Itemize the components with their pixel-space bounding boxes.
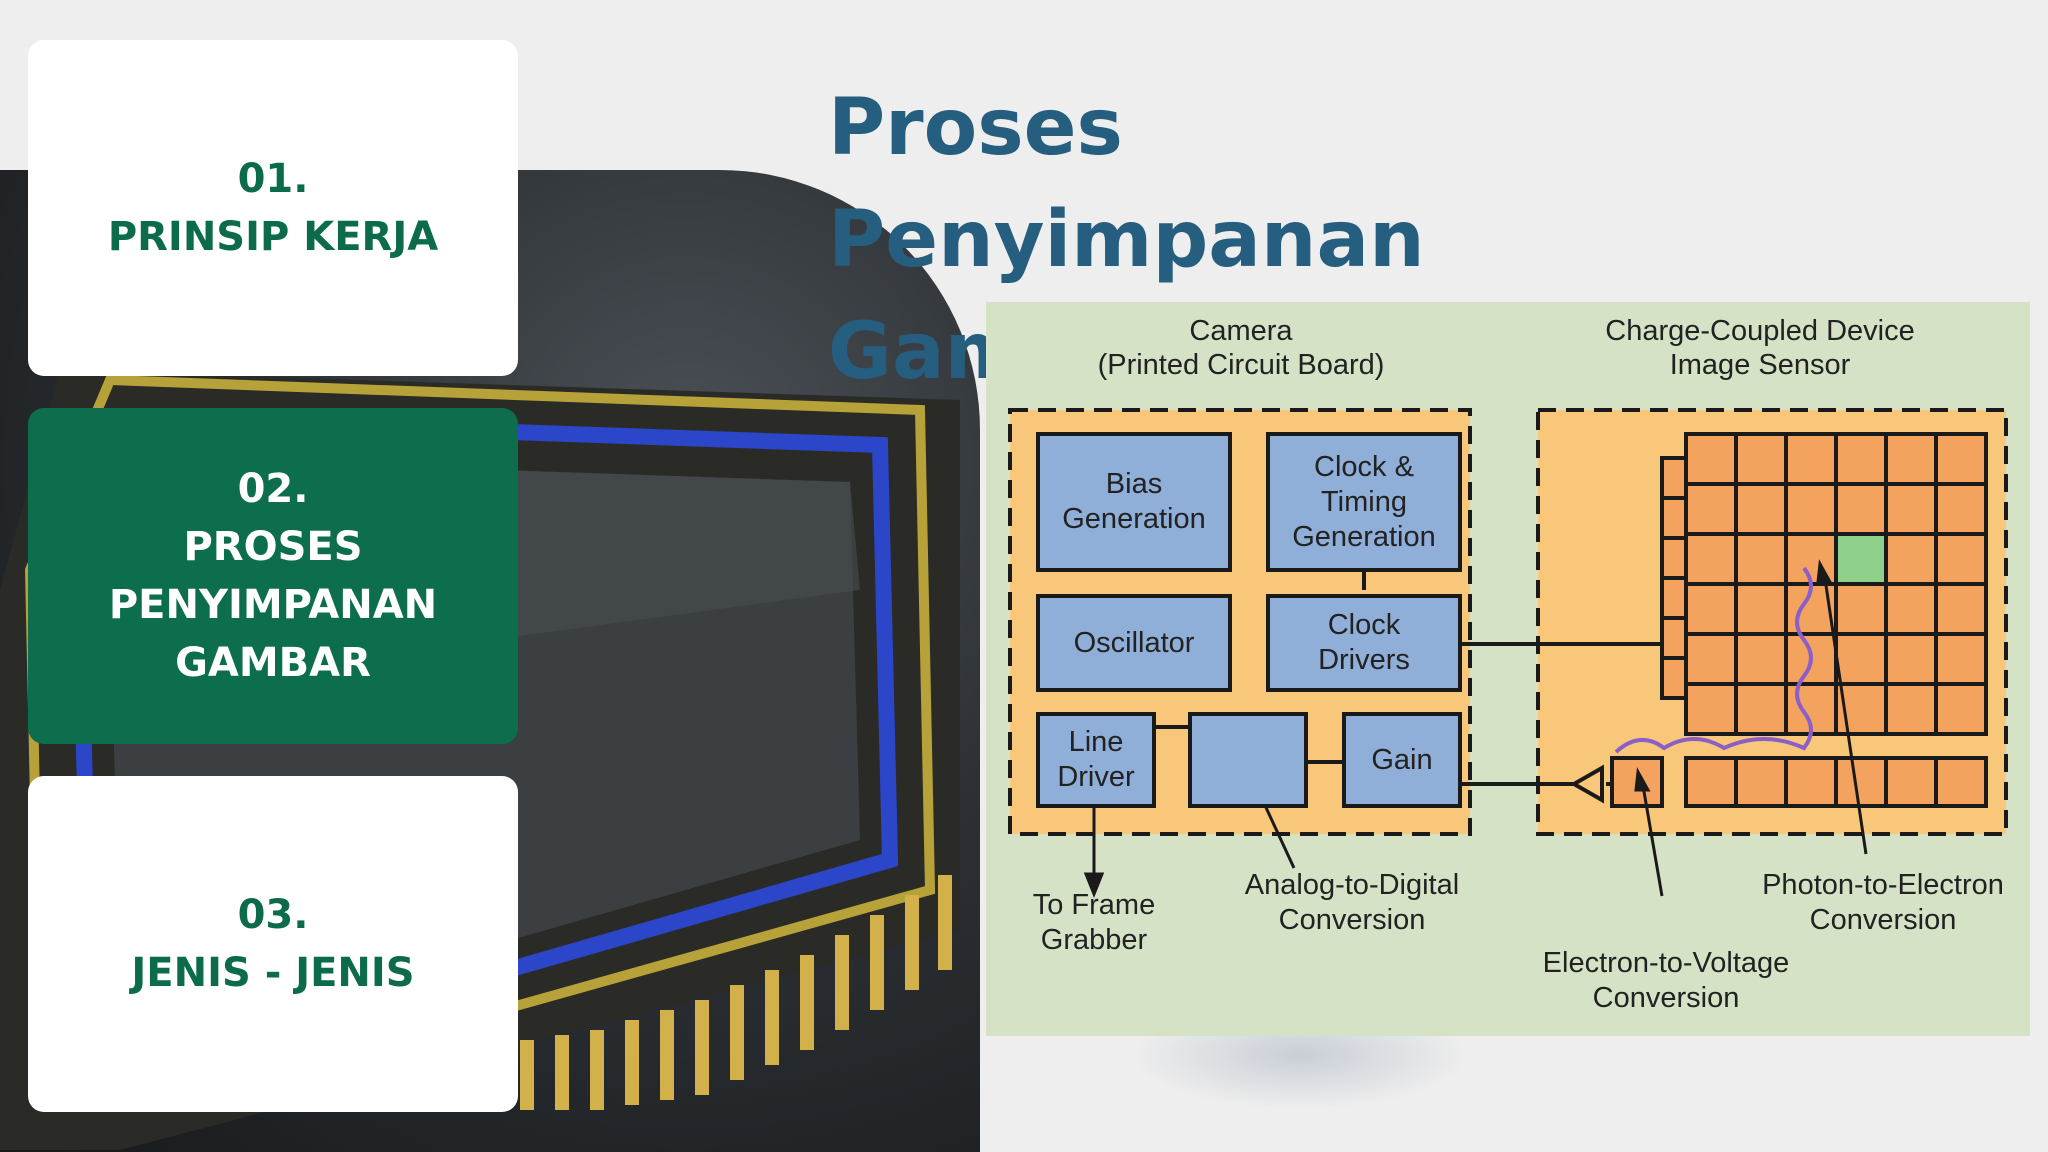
block-label: Generation [1292,520,1436,553]
annotation-line: Conversion [1278,904,1426,936]
nav-card-number: 03. [237,892,309,938]
annotation-line: Photon-to-Electron [1762,869,2004,901]
electron-to-voltage-label: Electron-to-Voltage Conversion [1526,946,1806,1016]
block-label: Generation [1062,503,1206,535]
ccd-heading-line: Image Sensor [1669,349,1851,381]
nav-card-number: 02. [237,466,309,512]
adc-block [1188,712,1308,808]
pixel-grid [1610,432,1988,808]
annotation-line: Electron-to-Voltage [1542,947,1790,979]
to-frame-grabber-label: To Frame Grabber [1004,888,1184,958]
block-label: Driver [1057,761,1135,793]
nav-card-prinsip-kerja[interactable]: 01. PRINSIP KERJA [28,40,518,376]
ccd-diagram: Camera (Printed Circuit Board) Charge-Co… [986,302,2030,1036]
camera-heading-line: Camera [1189,315,1293,347]
nav-card-label: PROSES PENYIMPANAN GAMBAR [108,524,438,686]
annotation-line: Grabber [1040,924,1148,956]
nav-card-proses-penyimpanan[interactable]: 02. PROSES PENYIMPANAN GAMBAR [28,408,518,744]
nav-card-number: 01. [237,156,309,202]
block-label: Oscillator [1073,626,1195,659]
ccd-heading-line: Charge-Coupled Device [1605,315,1915,347]
nav-card-label: PRINSIP KERJA [107,214,439,260]
annotation-line: Analog-to-Digital [1244,869,1460,901]
block-label: Clock & [1314,450,1414,483]
block-label: Drivers [1318,644,1410,676]
nav-card-jenis-jenis[interactable]: 03. JENIS - JENIS [28,776,518,1112]
annotation-line: Conversion [1809,904,1957,936]
adc-label: Analog-to-Digital Conversion [1222,868,1482,938]
oscillator-block: Oscillator [1036,594,1232,692]
ccd-heading: Charge-Coupled Device Image Sensor [1590,314,1930,382]
block-label: Line [1068,726,1124,758]
nav-card-label: JENIS - JENIS [131,950,415,996]
block-label: Clock [1327,609,1401,641]
camera-heading-line: (Printed Circuit Board) [1097,349,1385,381]
photon-to-electron-label: Photon-to-Electron Conversion [1748,868,2018,938]
annotation-line: To Frame [1032,889,1156,921]
annotation-line: Conversion [1592,982,1740,1014]
block-label: Bias [1105,468,1163,500]
camera-heading: Camera (Printed Circuit Board) [1096,314,1386,382]
block-label: Gain [1371,743,1433,776]
gain-block: Gain [1342,712,1462,808]
block-label: Timing [1321,485,1407,518]
